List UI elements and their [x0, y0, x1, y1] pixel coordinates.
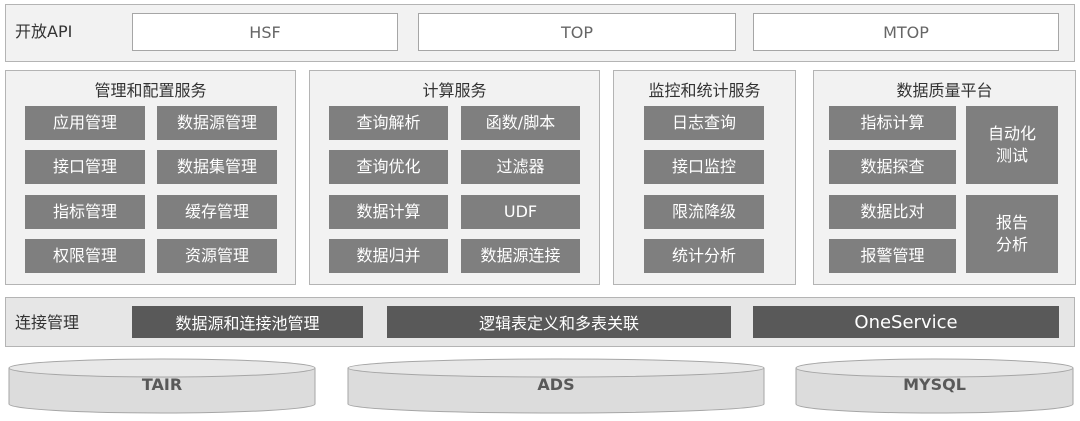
management-item: 权限管理	[25, 239, 145, 273]
open-api-label: 开放API	[15, 22, 73, 41]
connection-item-logic-table: 逻辑表定义和多表关联	[387, 306, 731, 338]
auto-test-line-2: 测试	[995, 146, 1028, 165]
quality-side-report: 报告 分析	[966, 195, 1058, 273]
database-label: MYSQL	[903, 375, 966, 394]
database-tair: TAIR	[8, 358, 316, 414]
api-hsf: HSF	[132, 13, 398, 51]
monitor-item: 接口监控	[644, 150, 764, 184]
api-top: TOP	[418, 13, 736, 51]
connection-item-oneservice: OneService	[753, 306, 1059, 338]
quality-item: 指标计算	[829, 106, 956, 140]
database-label: ADS	[537, 375, 575, 394]
report-line-2: 分析	[995, 235, 1028, 254]
management-item: 接口管理	[25, 150, 145, 184]
api-mtop: MTOP	[753, 13, 1059, 51]
report-line-1: 报告	[995, 213, 1028, 232]
compute-item: 数据源连接	[461, 239, 580, 273]
quality-side-auto-test: 自动化 测试	[966, 106, 1058, 184]
monitor-title: 监控和统计服务	[648, 81, 761, 100]
database-label: TAIR	[141, 375, 183, 394]
database-ads: ADS	[347, 358, 765, 414]
compute-item: 数据计算	[329, 195, 448, 229]
management-title: 管理和配置服务	[94, 81, 207, 100]
auto-test-line-1: 自动化	[987, 124, 1036, 143]
monitor-item: 日志查询	[644, 106, 764, 140]
management-item: 应用管理	[25, 106, 145, 140]
management-item: 缓存管理	[157, 195, 277, 229]
compute-title: 计算服务	[422, 81, 487, 100]
compute-item: 数据归并	[329, 239, 448, 273]
connection-label: 连接管理	[15, 313, 80, 332]
compute-item: 查询优化	[329, 150, 448, 184]
cylinder-icon	[795, 358, 1074, 414]
connection-item-pool: 数据源和连接池管理	[132, 306, 363, 338]
cylinder-icon	[347, 358, 765, 414]
management-item: 指标管理	[25, 195, 145, 229]
management-item: 数据集管理	[157, 150, 277, 184]
database-mysql: MYSQL	[795, 358, 1074, 414]
quality-item: 数据比对	[829, 195, 956, 229]
compute-item: 查询解析	[329, 106, 448, 140]
management-item: 数据源管理	[157, 106, 277, 140]
monitor-item: 限流降级	[644, 195, 764, 229]
compute-item: 过滤器	[461, 150, 580, 184]
compute-item: 函数/脚本	[461, 106, 580, 140]
quality-item: 数据探查	[829, 150, 956, 184]
quality-title: 数据质量平台	[896, 81, 993, 100]
compute-item: UDF	[461, 195, 580, 229]
quality-item: 报警管理	[829, 239, 956, 273]
management-item: 资源管理	[157, 239, 277, 273]
monitor-item: 统计分析	[644, 239, 764, 273]
cylinder-icon	[8, 358, 316, 414]
